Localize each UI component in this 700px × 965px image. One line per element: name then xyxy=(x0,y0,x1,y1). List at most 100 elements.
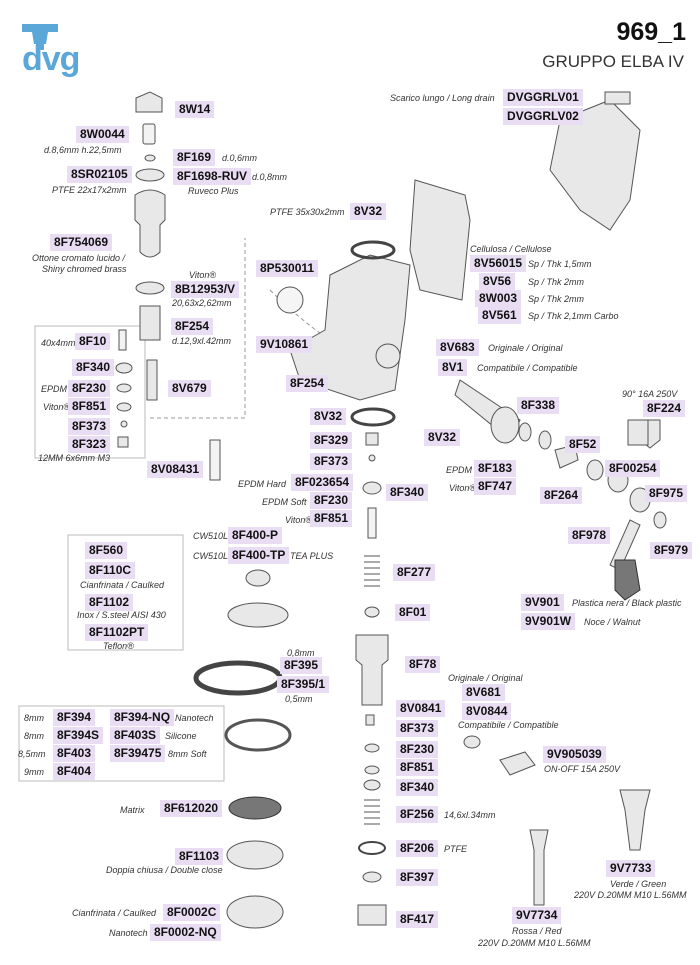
part-8F254-a[interactable]: 8F254 xyxy=(171,318,214,335)
part-9V10861[interactable]: 9V10861 xyxy=(256,336,313,353)
part-8F254-b[interactable]: 8F254 xyxy=(286,375,329,392)
part-8V32-c[interactable]: 8V32 xyxy=(424,429,461,446)
part-8F52[interactable]: 8F52 xyxy=(565,436,601,453)
part-8V32-b[interactable]: 8V32 xyxy=(310,408,347,425)
part-8F277[interactable]: 8F277 xyxy=(393,564,436,581)
part-8F183[interactable]: 8F183 xyxy=(474,460,517,477)
part-8F400-P[interactable]: 8F400-P xyxy=(228,527,283,544)
part-8F169[interactable]: 8F169 xyxy=(173,149,216,166)
part-8F403S[interactable]: 8F403S xyxy=(110,727,161,744)
part-8F1698-RUV[interactable]: 8F1698-RUV xyxy=(173,168,252,185)
part-8V56015[interactable]: 8V56015 xyxy=(470,255,527,272)
part-8F1102PT[interactable]: 8F1102PT xyxy=(85,624,149,641)
part-8F403[interactable]: 8F403 xyxy=(53,745,96,762)
part-8F373-c[interactable]: 8F373 xyxy=(396,720,439,737)
part-8F39475[interactable]: 8F39475 xyxy=(110,745,166,762)
part-8V56[interactable]: 8V56 xyxy=(479,273,516,290)
part-8F206[interactable]: 8F206 xyxy=(396,840,439,857)
part-DVGGRLV01[interactable]: DVGGRLV01 xyxy=(503,89,583,106)
part-8P530011[interactable]: 8P530011 xyxy=(256,260,319,277)
part-DVGGRLV02[interactable]: DVGGRLV02 xyxy=(503,108,583,125)
part-8F1103[interactable]: 8F1103 xyxy=(175,848,224,865)
note-9V905039: ON-OFF 15A 250V xyxy=(544,764,621,774)
part-8F394-NQ[interactable]: 8F394-NQ xyxy=(110,709,175,726)
part-8F110C[interactable]: 8F110C xyxy=(85,562,136,579)
part-8F978[interactable]: 8F978 xyxy=(568,527,611,544)
part-8V0844[interactable]: 8V0844 xyxy=(462,703,512,720)
part-8V0841[interactable]: 8V0841 xyxy=(396,700,446,717)
part-8F395[interactable]: 8F395 xyxy=(280,657,323,674)
part-8F851-b[interactable]: 8F851 xyxy=(310,510,353,527)
part-8F754069[interactable]: 8F754069 xyxy=(50,234,113,251)
part-8F851-c[interactable]: 8F851 xyxy=(396,759,439,776)
part-9V7734[interactable]: 9V7734 xyxy=(512,907,562,924)
part-8F340-a[interactable]: 8F340 xyxy=(72,359,115,376)
part-8F395-1[interactable]: 8F395/1 xyxy=(277,676,330,693)
note-8F10: 40x4mm xyxy=(41,338,76,348)
part-8V681[interactable]: 8V681 xyxy=(462,684,505,701)
part-9V7733[interactable]: 9V7733 xyxy=(606,860,656,877)
note-8F403S: Silicone xyxy=(165,731,197,741)
part-8F397[interactable]: 8F397 xyxy=(396,869,439,886)
part-9V905039[interactable]: 9V905039 xyxy=(543,746,606,763)
part-8F394S[interactable]: 8F394S xyxy=(53,727,104,744)
part-8W003[interactable]: 8W003 xyxy=(475,290,522,307)
note-8F230-a: EPDM xyxy=(41,384,68,394)
part-8F612020[interactable]: 8F612020 xyxy=(160,800,223,817)
part-8V561[interactable]: 8V561 xyxy=(478,307,521,324)
part-8F404[interactable]: 8F404 xyxy=(53,763,96,780)
part-8V08431[interactable]: 8V08431 xyxy=(147,461,204,478)
part-8F560[interactable]: 8F560 xyxy=(85,542,128,559)
note-8V32-a: PTFE 35x30x2mm xyxy=(270,207,345,217)
part-8SR02105[interactable]: 8SR02105 xyxy=(67,166,132,183)
note-8F323: 12MM 6x6mm M3 xyxy=(38,453,111,463)
note-8V56: Sp / Thk 2mm xyxy=(528,277,585,287)
part-8F329[interactable]: 8F329 xyxy=(310,432,353,449)
part-8F264[interactable]: 8F264 xyxy=(540,487,583,504)
part-8F1102[interactable]: 8F1102 xyxy=(85,594,134,611)
part-8F01[interactable]: 8F01 xyxy=(395,604,431,621)
part-9V901[interactable]: 9V901 xyxy=(521,594,564,611)
part-8V679[interactable]: 8V679 xyxy=(168,380,211,397)
part-8F0002-NQ[interactable]: 8F0002-NQ xyxy=(150,924,221,941)
page-title: GRUPPO ELBA IV xyxy=(542,52,684,71)
part-8F417[interactable]: 8F417 xyxy=(396,911,439,928)
part-8F0002C[interactable]: 8F0002C xyxy=(163,904,221,921)
part-8F979[interactable]: 8F979 xyxy=(650,542,693,559)
part-8W0044[interactable]: 8W0044 xyxy=(76,126,129,143)
part-8F323[interactable]: 8F323 xyxy=(68,436,111,453)
part-8F256[interactable]: 8F256 xyxy=(396,806,439,823)
note-8F400P: CW510L xyxy=(193,531,229,541)
part-8F338[interactable]: 8F338 xyxy=(517,397,560,414)
note-8B12953-a: Viton® xyxy=(189,270,216,280)
part-8B12953V[interactable]: 8B12953/V xyxy=(171,281,240,298)
part-8F394[interactable]: 8F394 xyxy=(53,709,96,726)
part-8F10[interactable]: 8F10 xyxy=(75,333,111,350)
part-8F230-c[interactable]: 8F230 xyxy=(396,741,439,758)
part-8F023654[interactable]: 8F023654 xyxy=(291,474,354,491)
part-8F851-a[interactable]: 8F851 xyxy=(68,398,111,415)
part-8F230-a[interactable]: 8F230 xyxy=(68,380,111,397)
note-8F395-1: 0,5mm xyxy=(285,694,313,704)
part-8V1[interactable]: 8V1 xyxy=(438,359,468,376)
note-8F1102PT: Teflon® xyxy=(103,641,134,651)
part-8V683[interactable]: 8V683 xyxy=(436,339,479,356)
part-8V32-a[interactable]: 8V32 xyxy=(350,203,387,220)
note-8F169: d.0,6mm xyxy=(222,153,258,163)
part-8F975[interactable]: 8F975 xyxy=(645,485,688,502)
part-8F224[interactable]: 8F224 xyxy=(643,400,686,417)
part-8F230-b[interactable]: 8F230 xyxy=(310,492,353,509)
note-8F394-NQ: Nanotech xyxy=(175,713,214,723)
part-8F373-b[interactable]: 8F373 xyxy=(310,453,353,470)
part-8F400-TP[interactable]: 8F400-TP xyxy=(228,547,290,564)
part-9V901W[interactable]: 9V901W xyxy=(521,613,576,630)
part-8F78[interactable]: 8F78 xyxy=(405,656,441,673)
part-8W14[interactable]: 8W14 xyxy=(175,101,215,118)
note-8F224: 90° 16A 250V xyxy=(622,389,678,399)
note-8V0844: Compatibile / Compatible xyxy=(458,720,559,730)
part-8F340-b[interactable]: 8F340 xyxy=(386,484,429,501)
part-8F00254[interactable]: 8F00254 xyxy=(605,460,661,477)
part-8F373-a[interactable]: 8F373 xyxy=(68,418,111,435)
part-8F747[interactable]: 8F747 xyxy=(474,478,517,495)
part-8F340-c[interactable]: 8F340 xyxy=(396,779,439,796)
